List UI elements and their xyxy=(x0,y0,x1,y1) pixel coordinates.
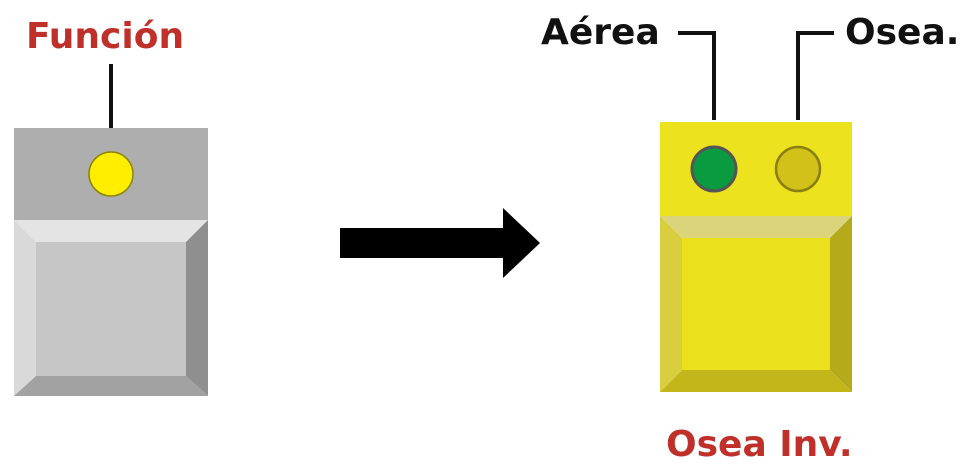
osea-leader-line xyxy=(796,31,834,120)
yellow-button-face xyxy=(682,238,830,370)
yellow-button-bevel-top xyxy=(660,216,852,238)
right-arrow-icon xyxy=(340,208,540,278)
gray-push-button-icon xyxy=(14,128,208,396)
gray-button-bevel-top xyxy=(14,220,208,242)
funcion-led-yellow xyxy=(88,151,134,197)
aerea-leader-line xyxy=(678,31,716,120)
aerea-led-green xyxy=(690,145,738,193)
osea-inv-label: Osea Inv. xyxy=(666,424,853,465)
gray-button-bevel-right xyxy=(186,220,208,396)
funcion-label: Función xyxy=(26,16,184,57)
yellow-button-bevel-bottom xyxy=(660,370,852,392)
yellow-button-bevel-right xyxy=(830,216,852,392)
osea-led-olive xyxy=(774,145,822,193)
aerea-label: Aérea xyxy=(541,12,660,53)
gray-button-bevel-bottom xyxy=(14,376,208,396)
gray-button-bevel-left xyxy=(14,220,36,396)
yellow-button-top-panel xyxy=(660,122,852,216)
yellow-push-button-icon xyxy=(660,122,852,392)
gray-button-face xyxy=(36,242,186,376)
yellow-button-bevel-left xyxy=(660,216,682,392)
osea-label: Osea. xyxy=(845,12,959,53)
